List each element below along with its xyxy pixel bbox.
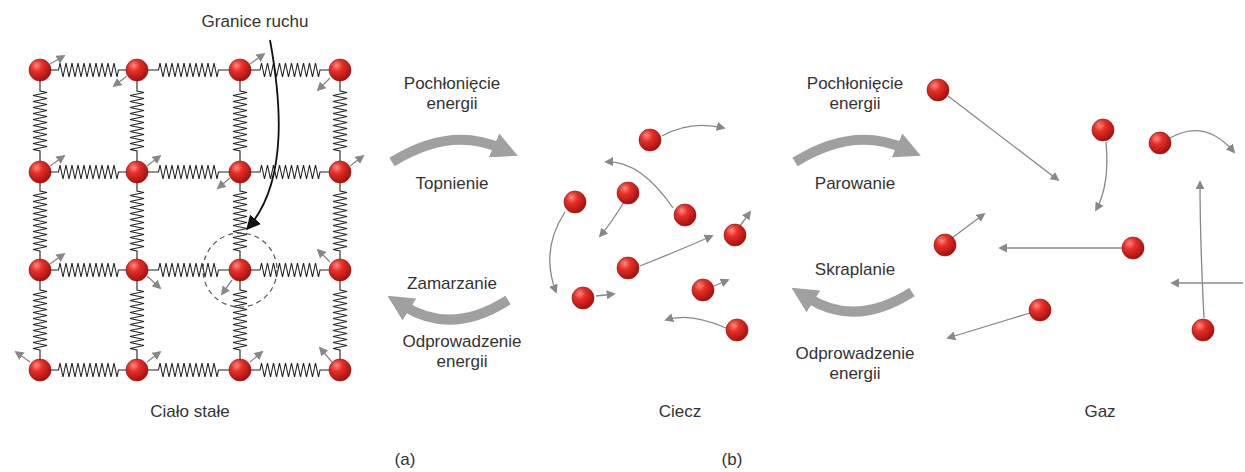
spring-lattice [33,63,347,377]
vibration-arrows [16,54,363,362]
process-label: Pochłonięcie energii [795,74,915,114]
process-name: Skraplanie [815,260,895,280]
process-label: Odprowadzenie energii [788,344,923,384]
liquid-particles [564,129,748,341]
callout-label: Granice ruchu [202,12,309,32]
process-name: Zamarzanie [407,274,497,294]
liquid-motion-arrows [550,125,750,328]
process-name: Parowanie [815,174,895,194]
solid-particles [29,59,351,381]
leader-line [248,40,279,228]
gas-motion-arrows [948,96,1243,338]
panel-letter: (b) [722,450,743,470]
state-name: Ciecz [659,402,702,422]
process-label: Odprowadzenie energii [395,332,530,372]
process-label: Pochłonięcie energii [392,74,512,114]
state-name: Ciało stałe [150,402,229,422]
panel-letter: (a) [395,450,416,470]
gas-particles [927,79,1214,341]
process-arrows [392,140,912,320]
process-name: Topnienie [416,174,489,194]
motion-bound-circle [203,233,277,307]
state-name: Gaz [1084,402,1115,422]
